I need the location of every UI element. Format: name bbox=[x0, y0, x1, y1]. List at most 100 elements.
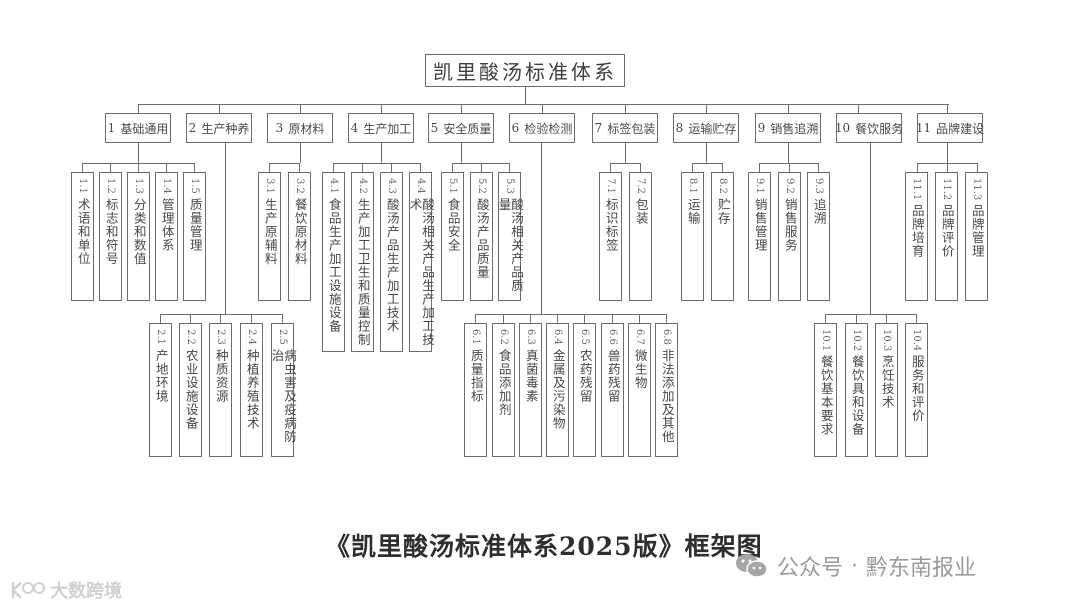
connector bbox=[886, 314, 888, 323]
connector bbox=[858, 104, 860, 113]
connector bbox=[194, 163, 196, 172]
diagram-caption: 《凯里酸汤标准体系2025版》框架图 bbox=[325, 532, 763, 561]
kbo-logo-icon bbox=[11, 582, 45, 599]
connector bbox=[825, 314, 827, 323]
connector bbox=[82, 163, 84, 172]
connector bbox=[612, 314, 614, 323]
connector bbox=[481, 163, 483, 172]
connector bbox=[870, 143, 872, 314]
connector bbox=[542, 104, 544, 113]
connector bbox=[381, 143, 383, 163]
connector bbox=[917, 163, 919, 172]
root-label: 凯里酸汤标准体系 bbox=[433, 60, 617, 84]
watermark-kbo-label: 大数跨境 bbox=[50, 581, 122, 602]
connector bbox=[503, 314, 505, 323]
connector bbox=[692, 163, 722, 165]
connector bbox=[947, 104, 949, 113]
connector bbox=[610, 163, 612, 172]
connector bbox=[947, 163, 949, 172]
wechat-icon bbox=[736, 554, 768, 578]
connector bbox=[475, 314, 477, 323]
watermark-separator: · bbox=[851, 553, 859, 579]
connector bbox=[639, 314, 641, 323]
connector bbox=[225, 143, 227, 314]
connector bbox=[557, 314, 559, 323]
connector bbox=[282, 314, 284, 323]
connector bbox=[722, 163, 724, 172]
connector bbox=[825, 314, 916, 316]
connector bbox=[916, 314, 918, 323]
connector bbox=[947, 143, 949, 163]
connector bbox=[362, 163, 364, 172]
connector bbox=[625, 143, 627, 163]
connector bbox=[541, 143, 543, 314]
connector bbox=[391, 163, 393, 172]
connector bbox=[160, 314, 283, 316]
connector bbox=[788, 104, 790, 113]
connector bbox=[666, 314, 668, 323]
connector bbox=[625, 104, 627, 113]
connector bbox=[530, 314, 532, 323]
connector bbox=[706, 104, 708, 113]
connector bbox=[461, 104, 463, 113]
connector bbox=[333, 163, 420, 165]
connector bbox=[299, 163, 301, 172]
connector bbox=[300, 143, 302, 163]
connector bbox=[420, 163, 422, 172]
watermark-kbo: 大数跨境 bbox=[10, 577, 122, 603]
connector bbox=[138, 104, 949, 106]
connector bbox=[789, 163, 791, 172]
connector bbox=[584, 314, 586, 323]
connector bbox=[160, 314, 162, 323]
connector bbox=[759, 163, 761, 172]
connector bbox=[788, 143, 790, 163]
connector bbox=[251, 314, 253, 323]
connector bbox=[333, 163, 335, 172]
connector bbox=[138, 104, 140, 113]
connector bbox=[509, 163, 511, 172]
connector bbox=[219, 104, 221, 113]
connector bbox=[692, 163, 694, 172]
connector bbox=[818, 163, 820, 172]
connector bbox=[269, 163, 271, 172]
connector bbox=[977, 163, 979, 172]
